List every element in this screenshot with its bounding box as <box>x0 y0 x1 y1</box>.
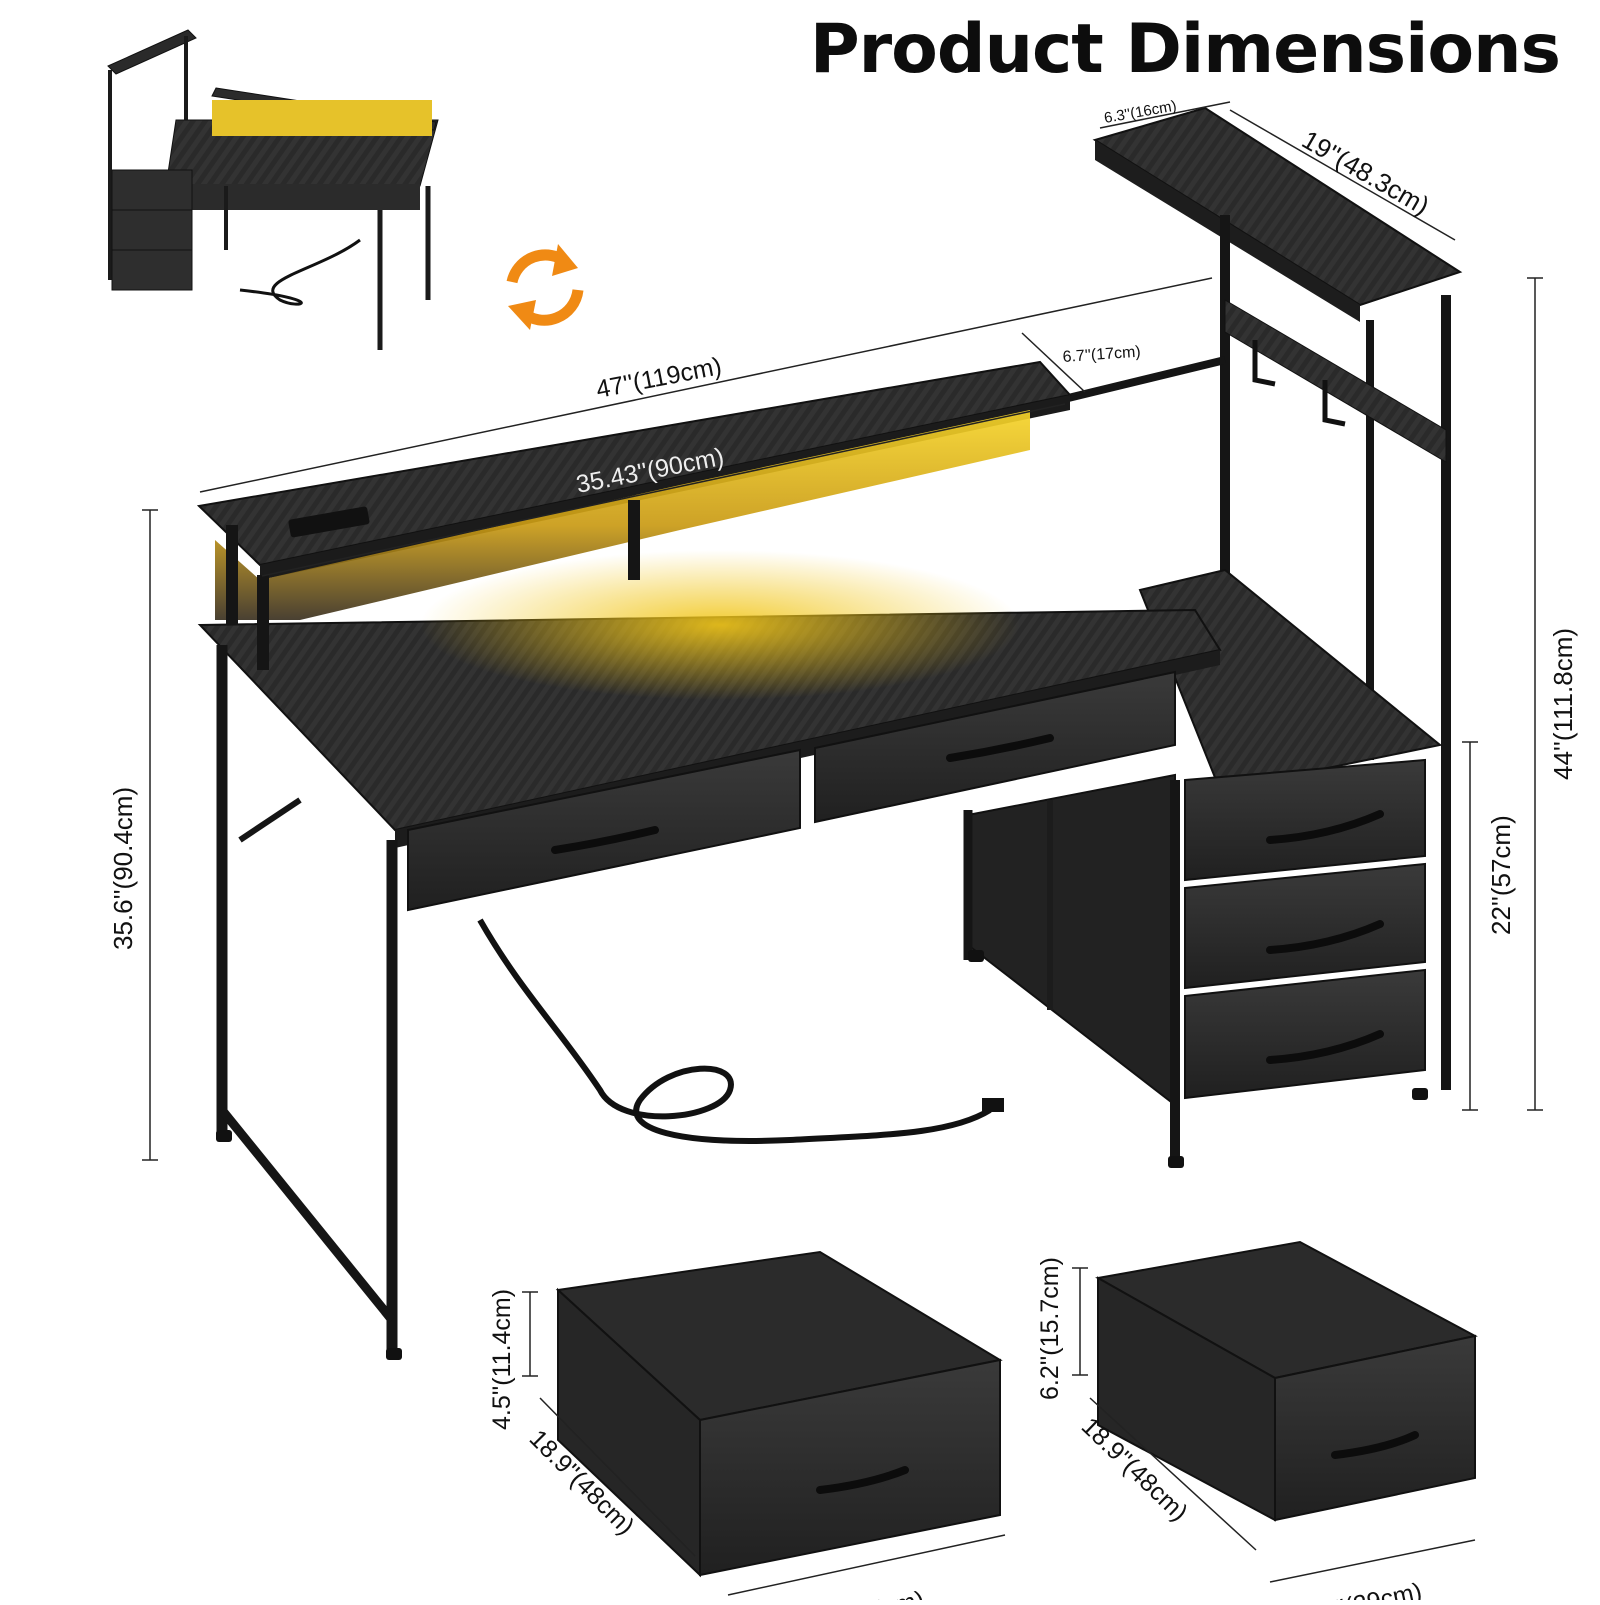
thumbnail-desk <box>107 29 439 350</box>
small-drawer-illustration <box>1095 1240 1478 1522</box>
large-drawer-illustration <box>555 1250 1003 1578</box>
total-height-label: 44''(111.8cm) <box>1548 628 1578 780</box>
large-drawer-height-label: 4.5''(11.4cm) <box>488 1289 516 1430</box>
desk-illustration <box>196 106 1463 1360</box>
page-title: Product Dimensions <box>809 10 1561 89</box>
cabinet-height-label: 22''(57cm) <box>1486 815 1516 935</box>
desk-height-label: 35.6''(90.4cm) <box>108 787 138 950</box>
small-drawer-width-label: 11.4''(29cm) <box>1287 1578 1424 1600</box>
large-drawer-width-label: 16.3''(41.5cm) <box>767 1586 926 1600</box>
dimension-lines <box>142 101 1543 1596</box>
riser-depth-label: 6.7''(17cm) <box>1062 344 1141 366</box>
swap-orientation-icon <box>506 244 584 330</box>
desk-width-label: 47''(119cm) <box>594 352 724 404</box>
small-drawer-height-label: 6.2''(15.7cm) <box>1036 1257 1064 1400</box>
